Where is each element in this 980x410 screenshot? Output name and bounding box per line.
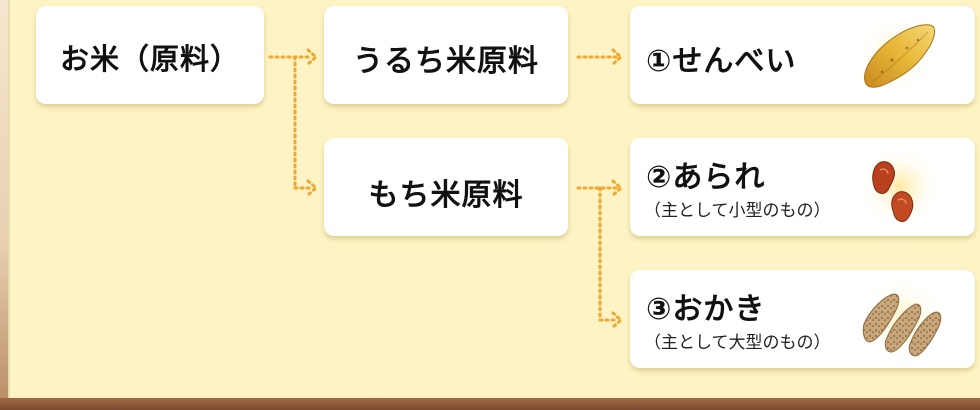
arare-cracker-icon: [859, 145, 941, 229]
arrowhead-uruchi: [306, 48, 319, 66]
arrowhead-mochi: [306, 179, 319, 197]
senbei-cracker-icon: [853, 13, 941, 97]
node-arare: ②あられ （主として小型のもの）: [630, 138, 975, 236]
node-uruchi-label: うるち米原料: [353, 44, 539, 79]
node-senbei-title: ①せんべい: [646, 44, 797, 79]
node-okaki: ③おかき （主として大型のもの）: [630, 270, 975, 368]
node-rice: お米（原料）: [36, 6, 264, 104]
node-uruchi: うるち米原料: [324, 6, 568, 104]
node-okaki-note: （主として大型のもの）: [644, 333, 831, 353]
node-mochi-label: もち米原料: [368, 178, 524, 213]
node-arare-note: （主として小型のもの）: [644, 201, 831, 221]
arrowhead-okaki: [611, 311, 624, 329]
arrowhead-senbei: [611, 48, 624, 66]
node-rice-label: お米（原料）: [59, 42, 240, 76]
wood-background-bottom: [0, 398, 980, 410]
arrowhead-arare: [611, 179, 624, 197]
node-senbei: ①せんべい: [630, 6, 975, 104]
node-okaki-title: ③おかき: [646, 292, 766, 327]
node-mochi: もち米原料: [324, 138, 568, 236]
wood-background-left: [0, 0, 8, 410]
node-arare-title: ②あられ: [646, 160, 766, 195]
okaki-cracker-icon: [857, 275, 947, 363]
